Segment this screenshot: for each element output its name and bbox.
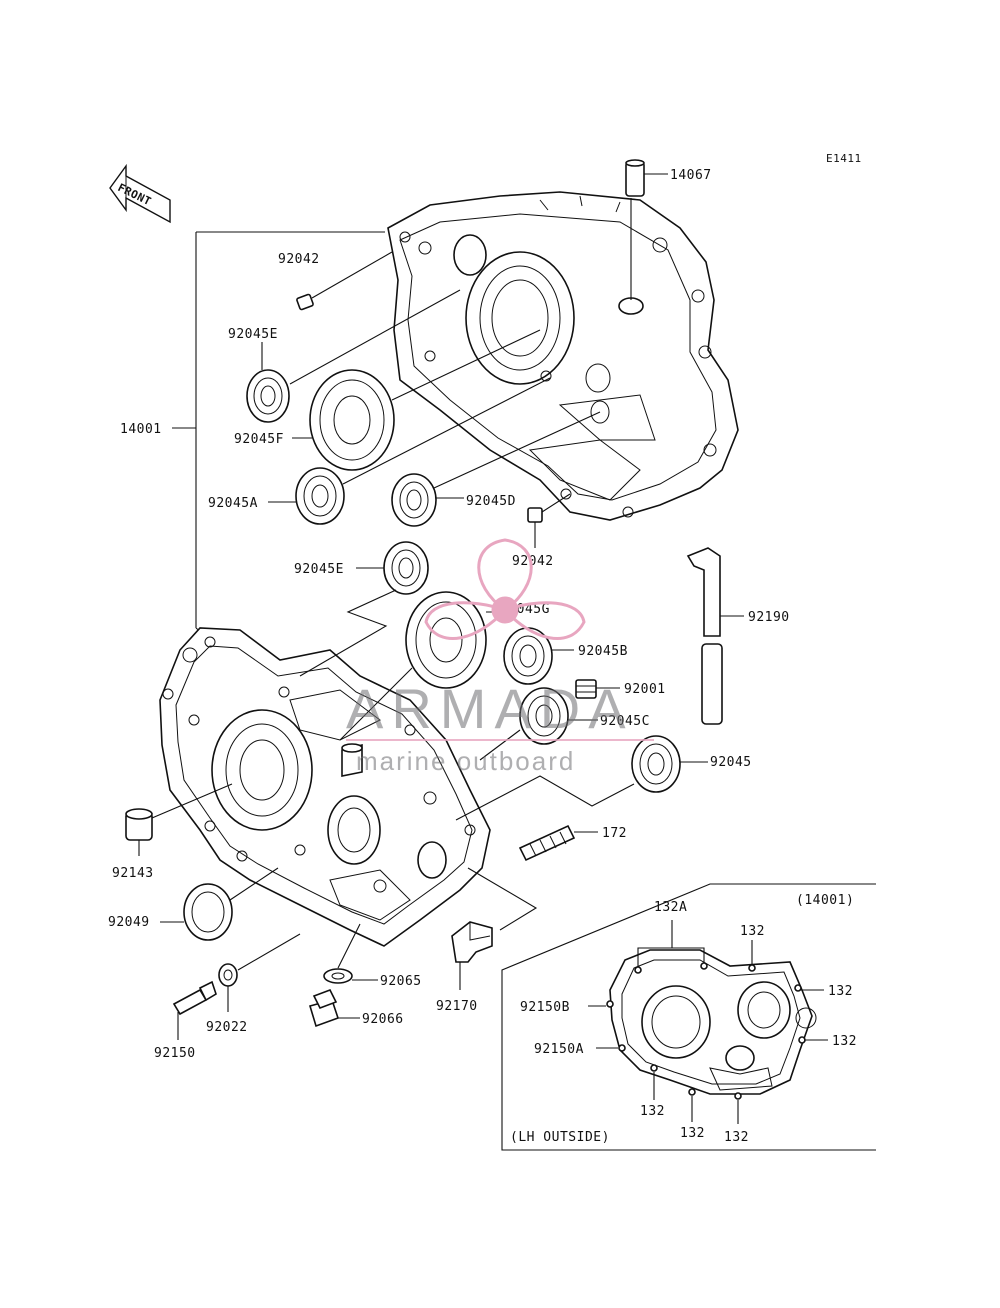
label-92045E-mid: 92045E [294, 562, 344, 577]
label-92190: 92190 [748, 610, 790, 625]
label-92045F: 92045F [234, 432, 284, 447]
inset-label-132-right-upper: 132 [828, 984, 853, 999]
label-14067: 14067 [670, 168, 712, 183]
drain-plug-92066 [308, 988, 360, 1028]
label-92143: 92143 [112, 866, 154, 881]
label-14001: 14001 [120, 422, 162, 437]
stud-172 [518, 824, 598, 862]
washer-92065 [323, 923, 378, 984]
diagram-ref-code: E1411 [826, 152, 862, 165]
washer-92022 [218, 933, 301, 1012]
bearing-92045F [292, 329, 541, 471]
watermark-brand: ARMADA [346, 677, 634, 740]
inset-label-92150A: 92150A [534, 1042, 584, 1057]
bolt-92001 [575, 679, 620, 699]
dowel-92143 [125, 783, 233, 856]
left-crankcase-half [159, 627, 491, 947]
label-92022: 92022 [206, 1020, 248, 1035]
inset-label-132A: 132A [654, 900, 687, 915]
bearing-92045G [339, 591, 498, 741]
label-92001: 92001 [624, 682, 666, 697]
label-92170: 92170 [436, 999, 478, 1014]
inset-caption: (LH OUTSIDE) [510, 1130, 610, 1145]
label-92042-top: 92042 [278, 252, 320, 267]
inset-label-132-bottom-mid: 132 [680, 1126, 705, 1141]
clamp-92170 [451, 867, 538, 990]
bearing-92045D [391, 411, 601, 527]
label-172: 172 [602, 826, 627, 841]
watermark-tagline: marine outboard [356, 746, 575, 776]
bearing-92045E-top [246, 289, 461, 423]
inset-label-132-bottom-right: 132 [724, 1130, 749, 1145]
bearing-92045 [455, 735, 708, 821]
hose-92190 [686, 547, 744, 725]
bracket-14001 [172, 231, 385, 639]
label-92045C: 92045C [600, 714, 650, 729]
label-92065: 92065 [380, 974, 422, 989]
front-arrow-icon: FRONT [109, 163, 171, 224]
inset-label-132-bottom-left: 132 [640, 1104, 665, 1119]
label-92045A: 92045A [208, 496, 258, 511]
label-92042-mid: 92042 [512, 554, 554, 569]
label-92045B: 92045B [578, 644, 628, 659]
bearing-92045E-mid [299, 541, 429, 677]
inset-lh-outside: (14001) (LH OUTSIDE) [501, 883, 876, 1151]
inset-title: (14001) [796, 893, 854, 908]
inset-label-132-right-lower: 132 [832, 1034, 857, 1049]
dowel-pin-14067 [618, 159, 668, 315]
label-92049: 92049 [108, 915, 150, 930]
right-crankcase-half [387, 191, 739, 521]
bearing-92045C [479, 687, 598, 761]
bolt-92150 [172, 980, 217, 1040]
propeller-logo-icon [424, 538, 586, 640]
label-92045E-top: 92045E [228, 327, 278, 342]
pin-92042-mid [527, 493, 571, 548]
label-92045D: 92045D [466, 494, 516, 509]
pin-92042-top [296, 251, 393, 311]
label-92066: 92066 [362, 1012, 404, 1027]
inset-label-132-top: 132 [740, 924, 765, 939]
oil-seal-92049 [160, 867, 279, 941]
label-92045: 92045 [710, 755, 752, 770]
inset-label-92150B: 92150B [520, 1000, 570, 1015]
bearing-92045B [503, 627, 574, 685]
bearing-92045A [268, 377, 551, 525]
label-92150: 92150 [154, 1046, 196, 1061]
armada-watermark: ARMADA marine outboard [346, 538, 654, 776]
